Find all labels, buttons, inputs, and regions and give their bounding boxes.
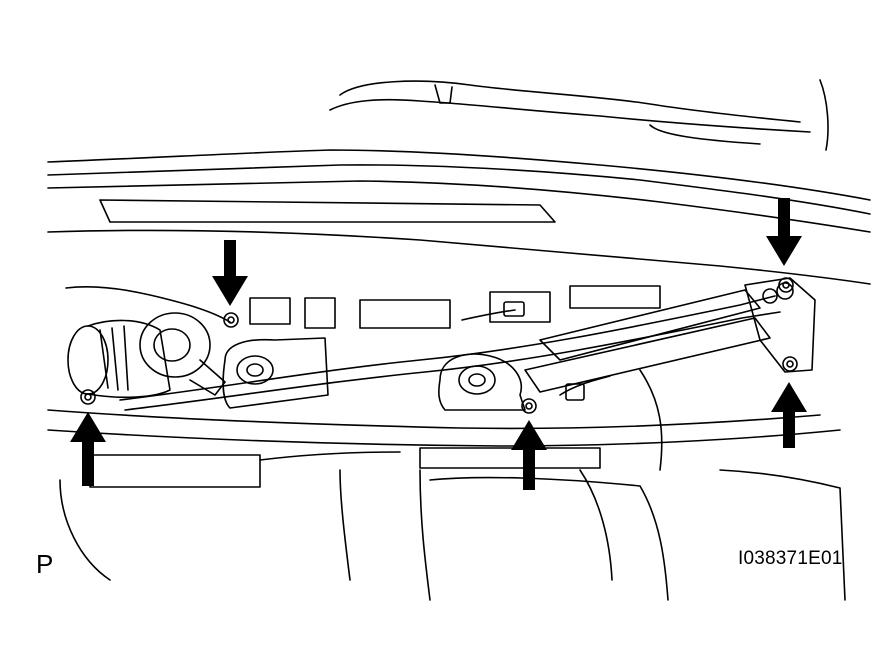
arrow-up-motor-bolt bbox=[70, 412, 106, 486]
center-pivot-bracket bbox=[438, 353, 526, 411]
left-pivot-bracket bbox=[222, 337, 329, 409]
arrow-up-right-bolt bbox=[771, 382, 807, 448]
cowl-panel bbox=[47, 149, 871, 285]
arrow-down-right-bolt bbox=[766, 198, 802, 266]
hood-outline bbox=[329, 79, 829, 151]
wire-harness bbox=[461, 301, 663, 471]
arrow-up-center-bolt bbox=[511, 420, 547, 490]
wiper-motor bbox=[67, 312, 226, 399]
panel-cutouts bbox=[65, 285, 661, 329]
lower-cowl bbox=[47, 409, 846, 601]
right-pivot-bracket bbox=[744, 277, 816, 373]
arrow-down-left-bolt bbox=[212, 240, 248, 306]
view-letter: P bbox=[36, 549, 54, 579]
figure-id: I038371E01 bbox=[738, 548, 843, 569]
bolts bbox=[80, 277, 798, 414]
wiper-link-rod bbox=[119, 289, 781, 411]
